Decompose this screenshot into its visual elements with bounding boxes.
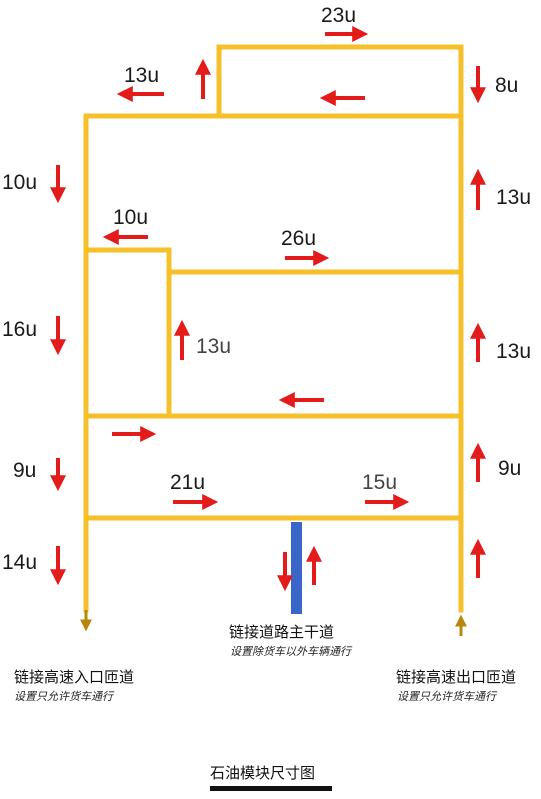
main-road-title: 链接道路主干道 bbox=[229, 624, 334, 641]
left-ramp-title: 链接高速入口匝道 bbox=[14, 669, 134, 686]
road-network bbox=[83, 44, 464, 613]
dim-small-box-width: 10u bbox=[113, 206, 148, 229]
dim-left-bottom-height: 14u bbox=[2, 551, 37, 574]
direction-arrows bbox=[50, 26, 486, 592]
outer-left-road bbox=[83, 113, 464, 613]
dim-top-left-width: 13u bbox=[124, 64, 159, 87]
dim-right-upper-height: 13u bbox=[496, 186, 531, 209]
figure-title: 石油模块尺寸图 bbox=[210, 765, 315, 782]
dim-lower-width-left: 21u bbox=[170, 471, 205, 494]
left-ramp-note: 设置只允许货车通行 bbox=[14, 690, 115, 703]
right-ramp-note: 设置只允许货车通行 bbox=[397, 690, 498, 703]
figure-title-underline bbox=[210, 786, 332, 791]
dim-right-middle-height: 13u bbox=[496, 340, 531, 363]
small-box-road bbox=[83, 247, 172, 419]
main-trunk-road bbox=[291, 522, 302, 614]
dim-left-upper-height: 10u bbox=[2, 171, 37, 194]
top-loop-road bbox=[216, 44, 464, 118]
dim-top-right-height: 8u bbox=[495, 74, 518, 97]
dim-lower-width-right: 15u bbox=[362, 471, 397, 494]
right-ramp-title: 链接高速出口匝道 bbox=[396, 669, 516, 686]
dim-left-middle-height: 16u bbox=[2, 318, 37, 341]
dim-left-lower-height: 9u bbox=[13, 459, 36, 482]
dim-middle-width: 26u bbox=[281, 227, 316, 250]
main-road-note: 设置除货车以外车辆通行 bbox=[230, 645, 353, 658]
dim-right-lower-height: 9u bbox=[498, 457, 521, 480]
dim-top-width: 23u bbox=[321, 4, 356, 27]
dim-inner-height: 13u bbox=[196, 335, 231, 358]
